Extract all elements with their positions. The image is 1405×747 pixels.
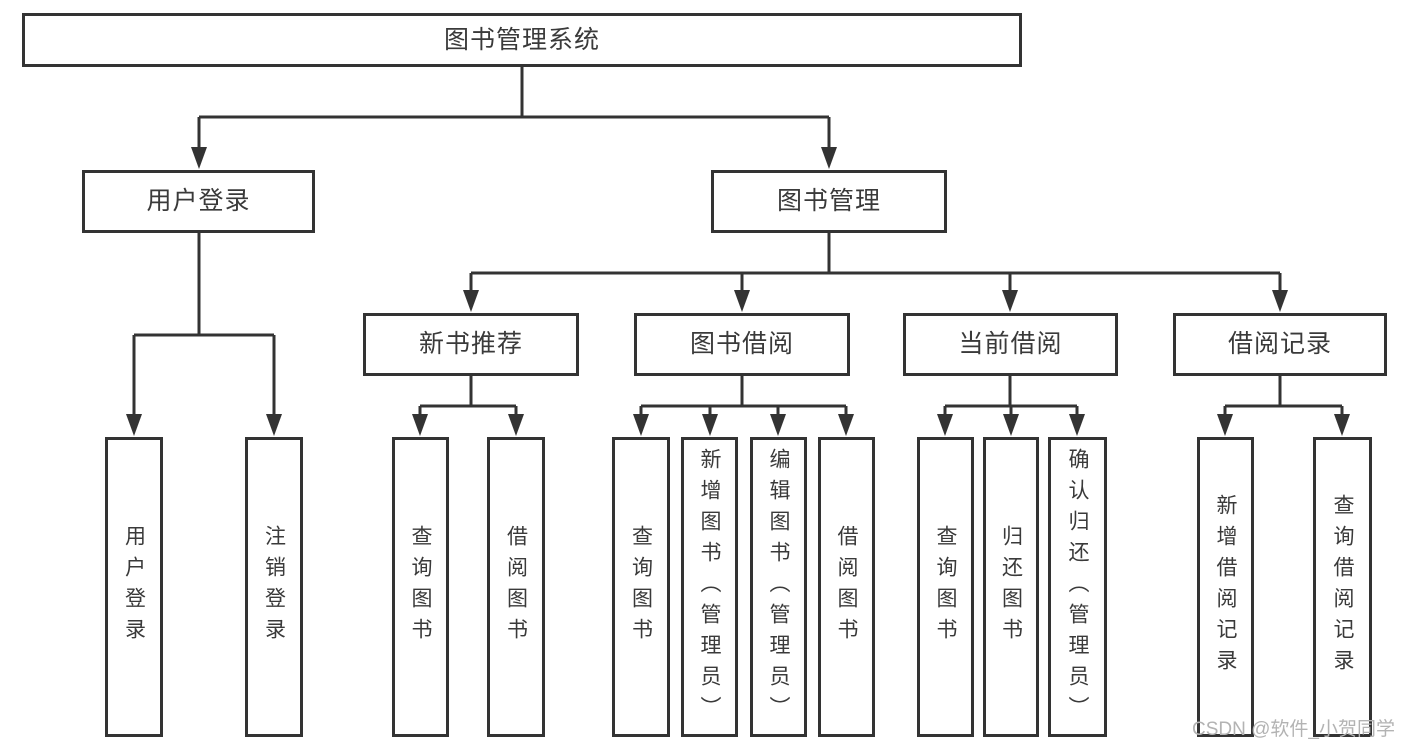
leaf-query-books-borrowing-label: 查询图书 — [629, 525, 653, 649]
node-borrowing-records-label: 借阅记录 — [1227, 330, 1332, 358]
leaf-add-books-admin-label: 新增图书（管理员） — [698, 447, 721, 727]
node-book-borrowing: 图书借阅 — [634, 313, 850, 376]
node-root-label: 图书管理系统 — [443, 25, 600, 54]
node-book-management: 图书管理 — [711, 170, 947, 233]
connector-book-mgmt-to-level3 — [463, 233, 1288, 312]
node-user-login-label: 用户登录 — [146, 187, 251, 215]
node-new-book-recommend: 新书推荐 — [363, 313, 579, 376]
csdn-watermark: CSDN @软件_小贺同学 — [1192, 719, 1395, 740]
leaf-query-books-current: 查询图书 — [917, 437, 974, 737]
node-current-borrowing: 当前借阅 — [903, 313, 1118, 376]
connector-new-book-rec-to-leaves — [412, 376, 524, 436]
leaf-user-login: 用户登录 — [105, 437, 163, 737]
leaf-logout-label: 注销登录 — [262, 525, 286, 649]
leaf-add-books-admin: 新增图书（管理员） — [681, 437, 738, 737]
leaf-query-borrow-record-label: 查询借阅记录 — [1331, 494, 1354, 680]
leaf-confirm-return-admin-label: 确认归还（管理员） — [1066, 447, 1089, 727]
leaf-edit-books-admin: 编辑图书（管理员） — [750, 437, 807, 737]
connector-borrow-records-to-leaves — [1217, 376, 1350, 436]
connector-current-borrow-to-leaves — [937, 376, 1085, 436]
leaf-query-books-borrowing: 查询图书 — [612, 437, 670, 737]
node-new-book-recommend-label: 新书推荐 — [418, 330, 523, 358]
leaf-return-books: 归还图书 — [983, 437, 1039, 737]
node-book-management-label: 图书管理 — [776, 187, 881, 215]
leaf-borrow-books-recommend-label: 借阅图书 — [504, 525, 528, 649]
leaf-borrow-books-borrowing-label: 借阅图书 — [835, 525, 858, 649]
connector-root-to-level2 — [191, 67, 837, 169]
node-book-borrowing-label: 图书借阅 — [689, 330, 794, 358]
leaf-add-borrow-record: 新增借阅记录 — [1197, 437, 1254, 737]
leaf-return-books-label: 归还图书 — [999, 525, 1023, 649]
leaf-query-books-current-label: 查询图书 — [934, 525, 957, 649]
node-root-system: 图书管理系统 — [22, 13, 1022, 67]
connector-book-borrow-to-leaves — [633, 376, 854, 436]
leaf-query-books-recommend-label: 查询图书 — [409, 525, 432, 649]
leaf-add-borrow-record-label: 新增借阅记录 — [1214, 494, 1237, 680]
leaf-borrow-books-borrowing: 借阅图书 — [818, 437, 875, 737]
node-borrowing-records: 借阅记录 — [1173, 313, 1387, 376]
node-current-borrowing-label: 当前借阅 — [958, 330, 1063, 358]
leaf-confirm-return-admin: 确认归还（管理员） — [1048, 437, 1107, 737]
leaf-logout: 注销登录 — [245, 437, 303, 737]
leaf-query-books-recommend: 查询图书 — [392, 437, 449, 737]
node-user-login: 用户登录 — [82, 170, 315, 233]
leaf-edit-books-admin-label: 编辑图书（管理员） — [767, 447, 790, 727]
leaf-borrow-books-recommend: 借阅图书 — [487, 437, 545, 737]
leaf-user-login-label: 用户登录 — [122, 525, 146, 649]
connector-user-login-to-leaves — [126, 233, 282, 436]
leaf-query-borrow-record: 查询借阅记录 — [1313, 437, 1372, 737]
